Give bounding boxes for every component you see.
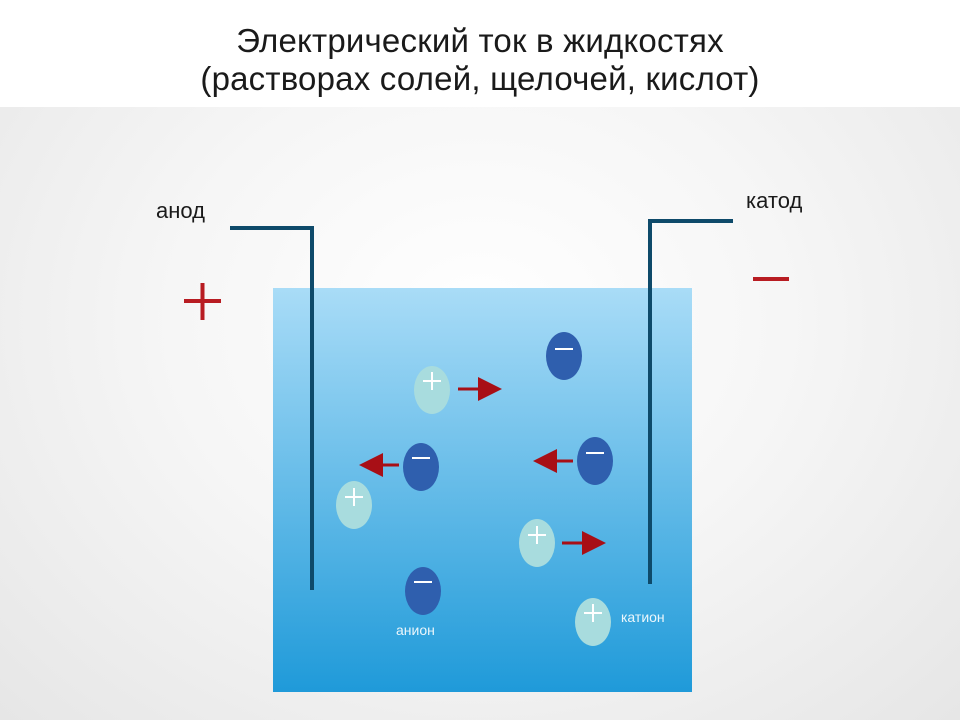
cation-label: катион <box>621 609 665 625</box>
cation-3 <box>519 519 555 567</box>
cathode-electrode <box>648 219 733 584</box>
title-line-2: (растворах солей, щелочей, кислот) <box>200 60 760 97</box>
anion-1 <box>546 332 582 380</box>
anion-3 <box>577 437 613 485</box>
anode-electrode <box>230 226 314 590</box>
anion-label: анион <box>396 622 435 638</box>
cation-4 <box>575 598 611 646</box>
cation-1 <box>414 366 450 414</box>
anion-4 <box>405 567 441 615</box>
title-line-1: Электрический ток в жидкостях <box>236 22 724 59</box>
anode-label: анод <box>156 198 205 223</box>
title-area: Электрический ток в жидкостях (растворах… <box>0 0 960 107</box>
anode-plus-sign <box>184 283 221 320</box>
cation-2 <box>336 481 372 529</box>
anion-2 <box>403 443 439 491</box>
electrolyte-tank <box>273 288 692 692</box>
cathode-label: катод <box>746 188 803 213</box>
